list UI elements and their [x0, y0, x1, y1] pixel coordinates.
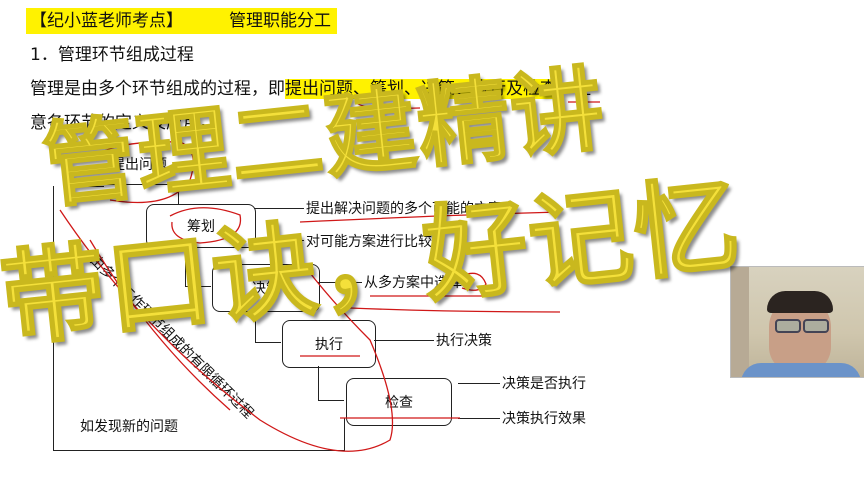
connector: [255, 310, 257, 342]
connector: [185, 286, 211, 288]
header-topic: 管理职能分工: [229, 11, 331, 31]
annotation-check-b: 决策执行效果: [502, 411, 586, 427]
section-sentence: 管理是由多个环节组成的过程，即提出问题、筹划、决策、执行及检查。注: [30, 76, 591, 102]
topic-header: 【纪小蓝老师考点】 管理职能分工: [26, 8, 337, 34]
loop-right-line: [344, 418, 346, 451]
sentence-highlight: 提出问题、筹划、决策、执行及检查: [285, 79, 557, 99]
presenter-shirt: [741, 363, 861, 377]
annotation-decide: 从多方案中选择: [364, 275, 462, 291]
connector: [318, 400, 344, 402]
section-sentence-line2: 意各环节的定义及应用。: [30, 113, 217, 133]
step-box-plan: 筹划: [146, 204, 256, 248]
sentence-prefix: 管理是由多个环节组成的过程，即: [30, 79, 285, 99]
annotation-line: [458, 383, 500, 385]
section-heading: 1．管理环节组成过程: [30, 45, 194, 65]
connector: [185, 246, 187, 286]
glasses-left: [775, 319, 801, 333]
presenter-webcam: [730, 266, 864, 378]
annotation-line: [458, 418, 500, 420]
webcam-background: [731, 267, 749, 377]
annotation-line: [318, 282, 362, 284]
step-label: 决策: [252, 281, 280, 297]
loop-bottom-line: [53, 450, 345, 452]
annotation-line: [374, 340, 434, 342]
step-label: 提出问题: [111, 157, 167, 173]
annotation-execute: 执行决策: [436, 333, 492, 349]
glasses-right: [803, 319, 829, 333]
step-box-propose: 提出问题: [84, 144, 194, 185]
annotation-plan-a: 提出解决问题的多个可能的方案: [306, 201, 502, 217]
loop-left-line: [53, 186, 55, 450]
connector: [318, 366, 320, 400]
loop-entry-line: [84, 186, 104, 188]
step-box-decide: 决策: [212, 264, 320, 312]
connector: [178, 186, 180, 204]
sentence-suffix: 。注: [557, 79, 591, 99]
step-box-execute: 执行: [282, 320, 376, 368]
loop-text: 如发现新的问题: [80, 419, 178, 435]
annotation-line: [260, 240, 304, 242]
annotation-line: [254, 208, 304, 210]
annotation-plan-b: 对可能方案进行比较: [306, 234, 432, 250]
annotation-check-a: 决策是否执行: [502, 376, 586, 392]
step-label: 检查: [385, 395, 413, 411]
step-label: 筹划: [187, 219, 215, 235]
presenter-hair: [767, 291, 833, 313]
step-label: 执行: [315, 337, 343, 353]
connector: [255, 342, 281, 344]
header-tag: 【纪小蓝老师考点】: [30, 11, 183, 31]
